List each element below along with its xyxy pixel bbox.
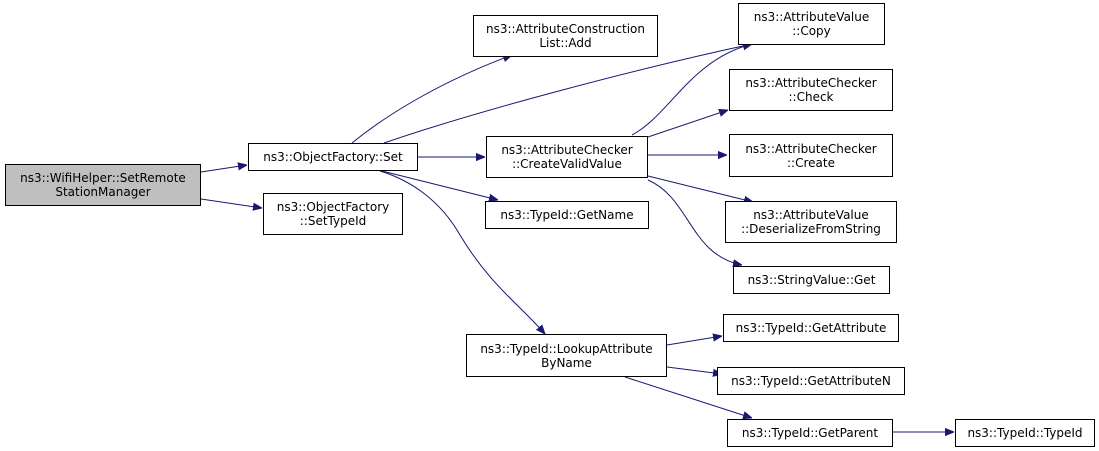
node-typeid-typeid[interactable]: ns3::TypeId::TypeId	[955, 419, 1095, 447]
edge-set-to-acl-add	[351, 55, 512, 144]
node-objectfactory-settypeid[interactable]: ns3::ObjectFactory ::SetTypeId	[263, 193, 403, 235]
edge-set-to-getname	[381, 170, 498, 200]
node-attributevalue-deserializefromstring[interactable]: ns3::AttributeValue ::DeserializeFromStr…	[725, 201, 897, 243]
node-attributevalue-copy[interactable]: ns3::AttributeValue ::Copy	[738, 3, 885, 45]
edge-wifi-to-settypeid	[200, 198, 262, 208]
node-typeid-lookupattributebyname[interactable]: ns3::TypeId::LookupAttribute ByName	[466, 334, 667, 377]
node-label-line1: ns3::AttributeValue	[753, 208, 869, 222]
edge-createvalid-to-stringget	[647, 179, 742, 265]
node-label: ns3::ObjectFactory::Set	[263, 150, 403, 164]
node-label-line1: ns3::TypeId::LookupAttribute	[480, 341, 653, 356]
node-label: ns3::TypeId::GetAttributeN	[731, 374, 891, 388]
node-label-line2: List::Add	[539, 36, 592, 50]
node-label-line2: ByName	[541, 355, 592, 370]
node-label-line2: StationManager	[55, 185, 151, 199]
node-label-line2: ::DeserializeFromString	[741, 222, 881, 236]
edge-createvalid-to-deserialize	[647, 175, 753, 202]
node-label-line2: ::Copy	[792, 24, 831, 38]
edge-wifi-to-set	[200, 165, 247, 173]
node-attributechecker-create[interactable]: ns3::AttributeChecker ::Create	[729, 134, 893, 177]
edge-lookup-to-getparent	[624, 376, 752, 418]
node-label: ns3::TypeId::GetParent	[741, 426, 879, 440]
node-label-line2: ::Create	[787, 155, 835, 170]
node-stringvalue-get[interactable]: ns3::StringValue::Get	[733, 266, 890, 294]
node-label: ns3::StringValue::Get	[747, 273, 876, 287]
node-typeid-getattribute[interactable]: ns3::TypeId::GetAttribute	[723, 314, 899, 342]
node-attributechecker-check[interactable]: ns3::AttributeChecker ::Check	[729, 69, 893, 111]
node-label-line2: ::Check	[788, 90, 834, 104]
node-label: ns3::TypeId::GetAttribute	[735, 321, 887, 335]
node-label-line1: ns3::AttributeChecker	[501, 143, 633, 157]
node-label-line1: ns3::AttributeChecker	[745, 76, 877, 90]
node-typeid-getname[interactable]: ns3::TypeId::GetName	[485, 201, 649, 229]
edge-set-to-attrvalue-copy	[383, 44, 752, 144]
node-label-line1: ns3::WifiHelper::SetRemote	[20, 171, 186, 185]
edge-lookup-to-getattribute	[666, 336, 722, 346]
node-typeid-getattributen[interactable]: ns3::TypeId::GetAttributeN	[717, 367, 905, 395]
node-label-line2: ::SetTypeId	[299, 214, 367, 228]
node-label-line1: ns3::ObjectFactory	[276, 200, 390, 214]
node-label-line1: ns3::AttributeChecker	[745, 141, 877, 156]
node-wifihelper-setremotestationmanager[interactable]: ns3::WifiHelper::SetRemote StationManage…	[5, 164, 201, 206]
edge-createvalid-to-copy	[631, 44, 752, 136]
node-label: ns3::TypeId::GetName	[500, 208, 634, 222]
node-label: ns3::TypeId::TypeId	[967, 426, 1083, 440]
node-label-line2: ::CreateValidValue	[512, 157, 622, 171]
edge-lookup-to-getattributen	[666, 366, 722, 374]
node-typeid-getparent[interactable]: ns3::TypeId::GetParent	[727, 419, 893, 447]
edge-createvalid-to-check	[647, 110, 728, 138]
edge-set-to-lookup	[379, 170, 545, 334]
node-attributechecker-createvalidvalue[interactable]: ns3::AttributeChecker ::CreateValidValue	[486, 136, 648, 178]
node-label-line1: ns3::AttributeValue	[753, 10, 870, 24]
node-label-line1: ns3::AttributeConstruction	[486, 22, 645, 36]
node-objectfactory-set[interactable]: ns3::ObjectFactory::Set	[248, 143, 418, 171]
node-attributeconstructionlist-add[interactable]: ns3::AttributeConstruction List::Add	[473, 15, 658, 57]
